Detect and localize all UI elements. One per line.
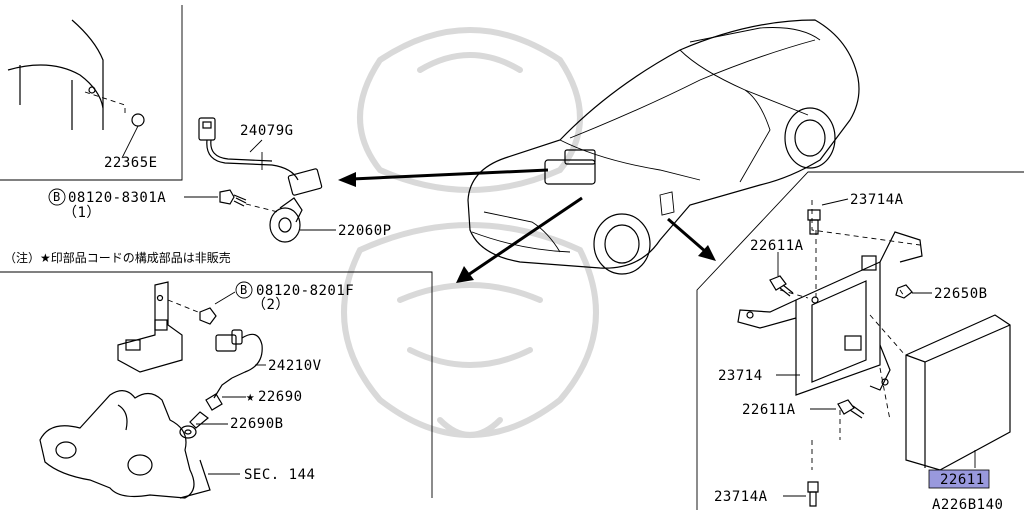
label-23714A-top: 23714A	[850, 192, 904, 208]
o2-sensor-harness-drawing	[213, 329, 266, 399]
label-22650B: 22650B	[934, 286, 988, 302]
label-sec-144: SEC. 144	[244, 467, 315, 483]
bolt-23714A-bottom-drawing	[783, 481, 819, 507]
label-22611A-mid: 22611A	[742, 402, 796, 418]
panel-frames	[0, 5, 1024, 510]
bolt-22611A-top-drawing	[769, 252, 794, 297]
label-22690B: 22690B	[230, 416, 284, 432]
bracket-drawing	[117, 281, 199, 373]
nut-22650B-drawing	[895, 284, 932, 299]
bolt-22611A-mid-drawing	[810, 399, 865, 419]
svg-text:B: B	[53, 190, 60, 204]
ecm-module-drawing	[905, 314, 1011, 471]
label-22690: ★22690	[246, 389, 303, 405]
exhaust-manifold-drawing	[39, 390, 240, 499]
label-22611A-top: 22611A	[750, 238, 804, 254]
knock-sensor-harness-drawing	[198, 117, 323, 196]
label-08120-8301A-qty: （1）	[63, 205, 101, 221]
svg-text:B: B	[240, 283, 247, 297]
o2-sensor-drawing	[189, 393, 246, 429]
gasket-drawing	[179, 423, 228, 439]
label-22611[interactable]: 22611	[940, 472, 985, 488]
label-08120-8201F-qty: （2）	[252, 297, 290, 313]
label-22365E: 22365E	[104, 155, 158, 171]
part-22611-highlight[interactable]: 22611	[928, 469, 990, 489]
label-22060P: 22060P	[338, 223, 392, 239]
label-24079G: 24079G	[240, 123, 294, 139]
clip-inset-drawing	[7, 19, 145, 159]
car-drawing	[467, 19, 860, 275]
diagram-code: A226B140	[932, 497, 1003, 511]
label-08120-8301A: 08120-8301A	[68, 190, 166, 206]
bolt-marker-8201F: B	[235, 281, 253, 299]
leader-arrows	[338, 168, 716, 283]
bolt-23714A-top-drawing	[807, 198, 849, 235]
label-23714A-bottom: 23714A	[714, 489, 768, 505]
bolt-08120-8201F-drawing	[199, 291, 236, 325]
label-24210V: 24210V	[268, 358, 322, 374]
watermark-emblem	[341, 27, 599, 438]
bolt-08120-8301A-drawing	[184, 189, 279, 213]
label-08120-8201F: 08120-8201F	[256, 283, 354, 299]
label-23714: 23714	[718, 368, 763, 384]
knock-sensor-drawing	[269, 197, 336, 243]
note-text: （注）★印部品コードの構成部品は非販売	[4, 250, 231, 265]
bolt-marker-8301A: B	[48, 188, 66, 206]
